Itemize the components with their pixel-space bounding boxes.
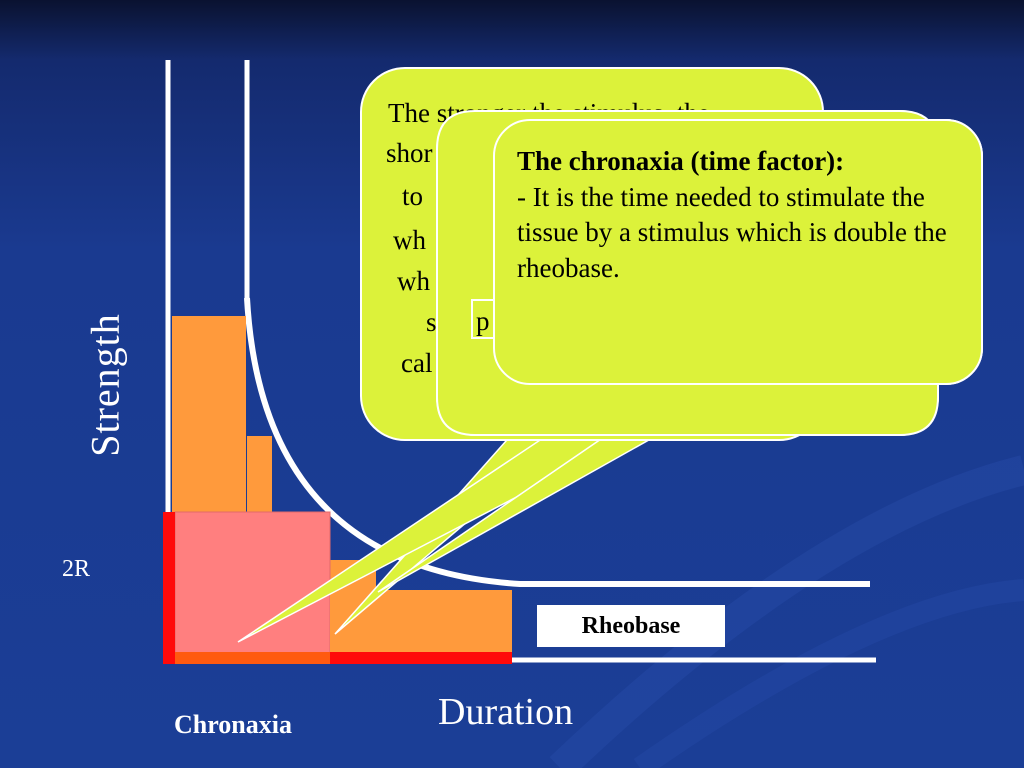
back-callout-text-line: to [402, 181, 424, 211]
bar-rheobase-orange [330, 590, 512, 654]
chronaxia-label: Chronaxia [174, 710, 292, 739]
bar-left-red [163, 512, 175, 664]
two-r-label: 2R [62, 556, 91, 582]
back-callout-text-line: wh [393, 225, 426, 255]
background-swirl-arc [633, 579, 1024, 768]
front-callout-text: The chronaxia (time factor): - It is the… [517, 144, 957, 287]
x-axis-label: Duration [438, 691, 574, 733]
front-callout-body: - It is the time needed to stimulate the… [517, 181, 947, 283]
bar-medium [247, 436, 272, 514]
strength-duration-curve [244, 297, 870, 587]
y-axis-label: Strength [82, 313, 128, 457]
bar-bottom-orange [175, 652, 330, 664]
middle-callout-text-line: p [476, 306, 490, 336]
back-callout-text-line: The stronger the stimulus, the [388, 100, 710, 127]
rheobase-label: Rheobase [537, 605, 725, 647]
bar-chronaxia-pink [174, 511, 331, 655]
back-callout-text-line: s [426, 307, 437, 337]
back-callout-text-line: shor [386, 138, 433, 168]
back-callout-text-line: cal [401, 348, 433, 378]
front-callout-title: The chronaxia (time factor): [517, 146, 845, 176]
background-swirl-arc [549, 455, 1024, 768]
bar-tall [172, 316, 246, 514]
back-callout-text-line: wh [397, 266, 430, 296]
bar-bottom-red [330, 652, 512, 664]
